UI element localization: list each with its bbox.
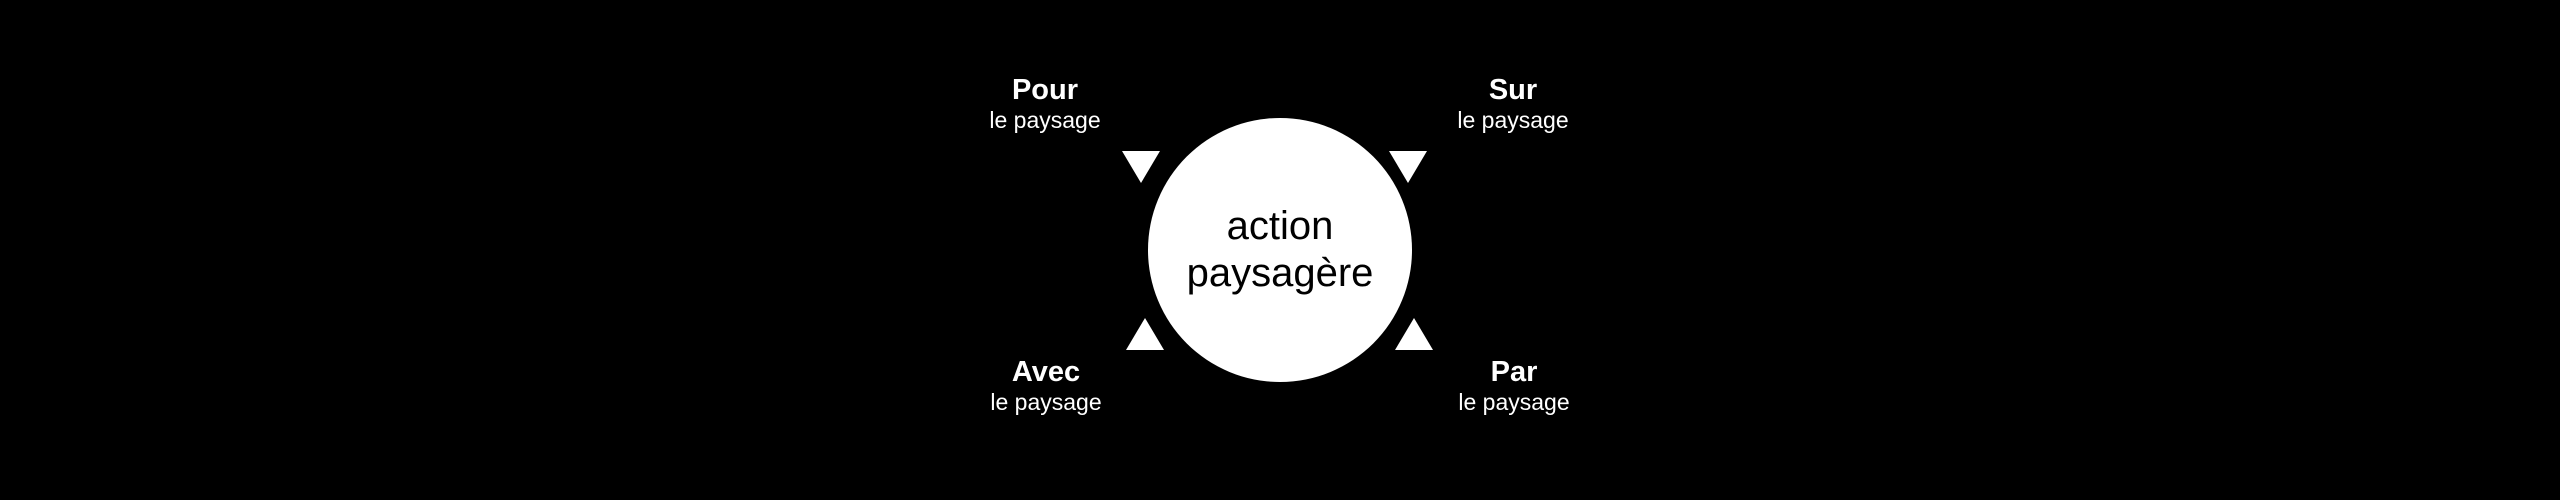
triangle-up-icon bbox=[1395, 318, 1433, 350]
label-sur: Sur le paysage bbox=[1393, 74, 1633, 134]
label-title: Pour bbox=[1011, 74, 1079, 106]
label-title: Avec bbox=[1011, 356, 1081, 388]
label-subtitle: le paysage bbox=[1458, 389, 1570, 415]
label-avec: Avec le paysage bbox=[926, 356, 1166, 416]
label-subtitle: le paysage bbox=[1457, 107, 1569, 133]
label-title: Par bbox=[1490, 356, 1538, 388]
label-pour: Pour le paysage bbox=[925, 74, 1165, 134]
label-subtitle: le paysage bbox=[990, 389, 1102, 415]
triangle-down-icon bbox=[1122, 151, 1160, 183]
triangle-down-icon bbox=[1389, 151, 1427, 183]
label-title: Sur bbox=[1488, 74, 1538, 106]
center-label-line-1: action bbox=[1226, 204, 1334, 248]
label-subtitle: le paysage bbox=[989, 107, 1101, 133]
triangle-up-icon bbox=[1126, 318, 1164, 350]
label-par: Par le paysage bbox=[1394, 356, 1634, 416]
center-label-line-2: paysagère bbox=[1186, 251, 1374, 295]
center-circle: action paysagère bbox=[1148, 118, 1412, 382]
